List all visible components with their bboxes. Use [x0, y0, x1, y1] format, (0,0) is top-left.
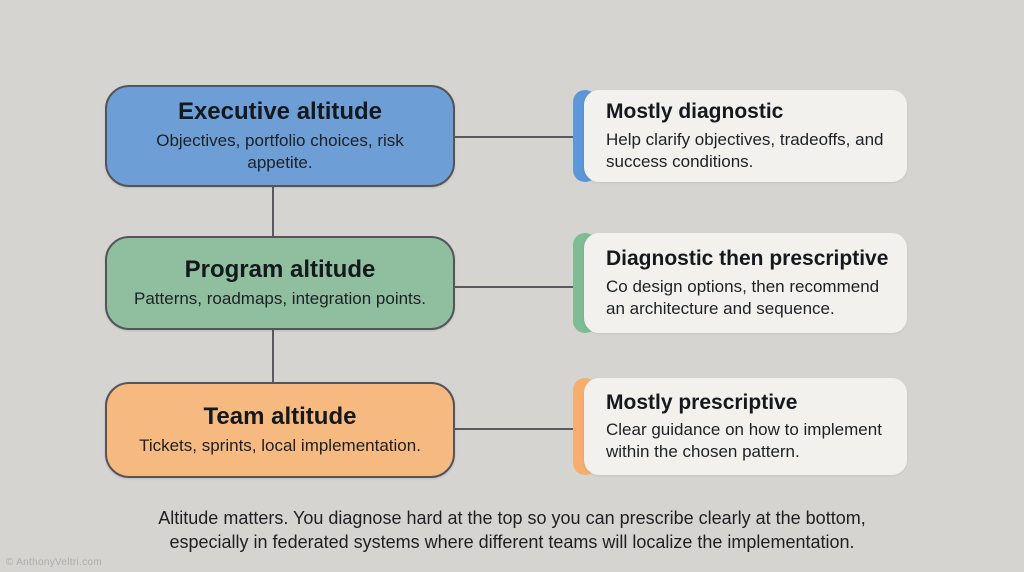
- caption: Altitude matters. You diagnose hard at t…: [0, 506, 1024, 555]
- card-mostly-diagnostic: Mostly diagnostic Help clarify objective…: [573, 90, 907, 182]
- node-executive-altitude: Executive altitude Objectives, portfolio…: [105, 85, 455, 187]
- card-content: Diagnostic then prescriptive Co design o…: [584, 233, 907, 333]
- node-subtitle: Tickets, sprints, local implementation.: [139, 435, 421, 455]
- node-subtitle: Patterns, roadmaps, integration points.: [134, 288, 426, 308]
- card-body-text: Help clarify objectives, tradeoffs, and …: [606, 129, 884, 171]
- node-title: Executive altitude: [177, 98, 383, 125]
- card-diagnostic-then-prescriptive: Diagnostic then prescriptive Co design o…: [573, 233, 907, 333]
- caption-line-1: Altitude matters. You diagnose hard at t…: [158, 508, 866, 528]
- card-title: Mostly prescriptive: [606, 390, 798, 414]
- caption-line-2: especially in federated systems where di…: [169, 532, 855, 553]
- node-subtitle: Objectives, portfolio choices, risk appe…: [156, 130, 404, 172]
- watermark: © AnthonyVeltri.com: [6, 557, 102, 568]
- card-body-text: Co design options, then recommend an arc…: [606, 276, 880, 318]
- card-title: Diagnostic then prescriptive: [606, 247, 889, 271]
- card-title: Mostly diagnostic: [606, 100, 784, 124]
- connector-team-prescriptive: [455, 428, 574, 430]
- node-title: Team altitude: [203, 403, 357, 431]
- connector-executive-program: [272, 187, 274, 236]
- card-body-text: Clear guidance on how to implement withi…: [606, 420, 882, 462]
- node-title: Program altitude: [184, 256, 376, 284]
- card-mostly-prescriptive: Mostly prescriptive Clear guidance on ho…: [573, 378, 907, 475]
- card-content: Mostly prescriptive Clear guidance on ho…: [584, 378, 907, 475]
- node-program-altitude: Program altitude Patterns, roadmaps, int…: [105, 236, 455, 330]
- card-content: Mostly diagnostic Help clarify objective…: [584, 90, 907, 182]
- connector-program-team: [272, 330, 274, 382]
- node-team-altitude: Team altitude Tickets, sprints, local im…: [105, 382, 455, 478]
- connector-executive-diagnostic: [455, 136, 574, 138]
- connector-program-diagnostic-prescriptive: [455, 286, 574, 288]
